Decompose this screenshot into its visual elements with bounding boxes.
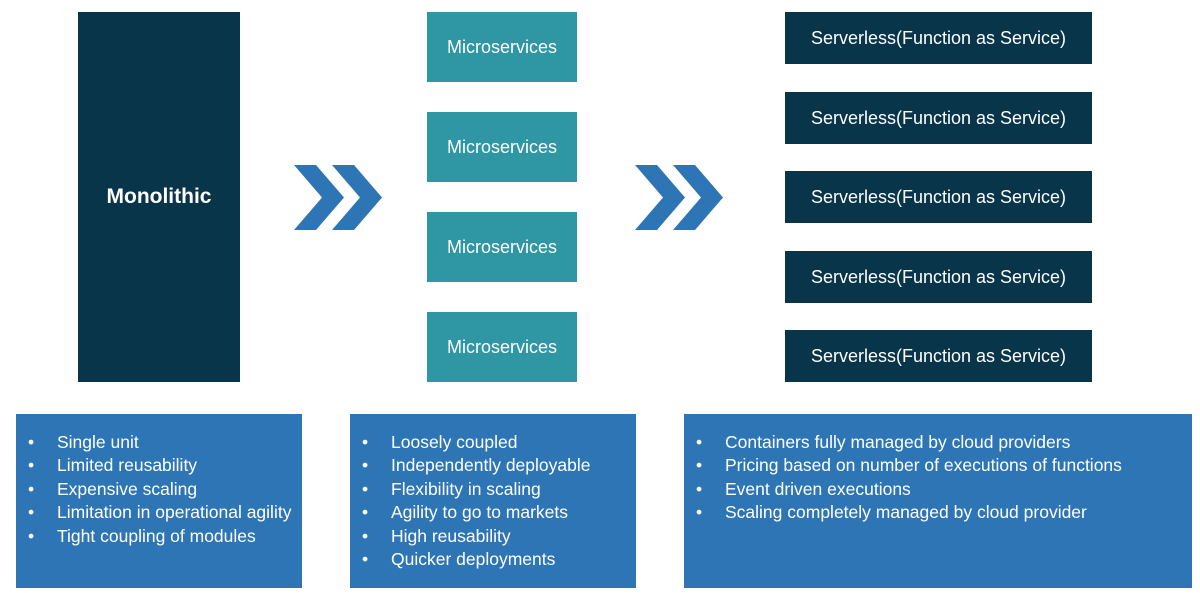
serverless-label: Serverless(Function as Service) xyxy=(810,186,1067,207)
monolithic-block: Monolithic xyxy=(78,12,240,382)
serverless-traits-panel: Containers fully managed by cloud provid… xyxy=(684,414,1192,588)
trait-item: Limited reusability xyxy=(16,454,302,478)
serverless-label: Serverless(Function as Service) xyxy=(810,107,1067,128)
serverless-block: Serverless(Function as Service) xyxy=(785,92,1092,144)
microservice-block: Microservices xyxy=(427,112,577,182)
trait-item: Tight coupling of modules xyxy=(16,525,302,549)
trait-item: High reusability xyxy=(350,525,636,549)
microservice-label: Microservices xyxy=(446,136,557,157)
serverless-label: Serverless(Function as Service) xyxy=(810,345,1067,366)
serverless-block: Serverless(Function as Service) xyxy=(785,330,1092,382)
serverless-label: Serverless(Function as Service) xyxy=(810,27,1067,48)
microservice-label: Microservices xyxy=(446,236,557,257)
monolithic-traits-panel: Single unit Limited reusability Expensiv… xyxy=(16,414,302,588)
microservice-block: Microservices xyxy=(427,312,577,382)
trait-item: Quicker deployments xyxy=(350,548,636,572)
microservice-block: Microservices xyxy=(427,12,577,82)
serverless-block: Serverless(Function as Service) xyxy=(785,171,1092,223)
microservice-label: Microservices xyxy=(446,336,557,357)
trait-item: Independently deployable xyxy=(350,454,636,478)
microservice-block: Microservices xyxy=(427,212,577,282)
trait-item: Limitation in operational agility xyxy=(16,501,302,525)
trait-item: Event driven executions xyxy=(684,478,1192,502)
trait-item: Agility to go to markets xyxy=(350,501,636,525)
serverless-block: Serverless(Function as Service) xyxy=(785,12,1092,64)
trait-item: Expensive scaling xyxy=(16,478,302,502)
microservice-label: Microservices xyxy=(446,36,557,57)
trait-item: Loosely coupled xyxy=(350,431,636,455)
double-chevron-right-icon xyxy=(635,165,723,230)
double-chevron-right-icon xyxy=(294,165,382,230)
microservices-traits-panel: Loosely coupled Independently deployable… xyxy=(350,414,636,588)
trait-item: Single unit xyxy=(16,431,302,455)
serverless-label: Serverless(Function as Service) xyxy=(810,266,1067,287)
trait-item: Flexibility in scaling xyxy=(350,478,636,502)
trait-item: Containers fully managed by cloud provid… xyxy=(684,431,1192,455)
serverless-block: Serverless(Function as Service) xyxy=(785,251,1092,303)
trait-item: Scaling completely managed by cloud prov… xyxy=(684,501,1192,525)
trait-item: Pricing based on number of executions of… xyxy=(684,454,1192,478)
monolithic-label: Monolithic xyxy=(106,185,212,208)
